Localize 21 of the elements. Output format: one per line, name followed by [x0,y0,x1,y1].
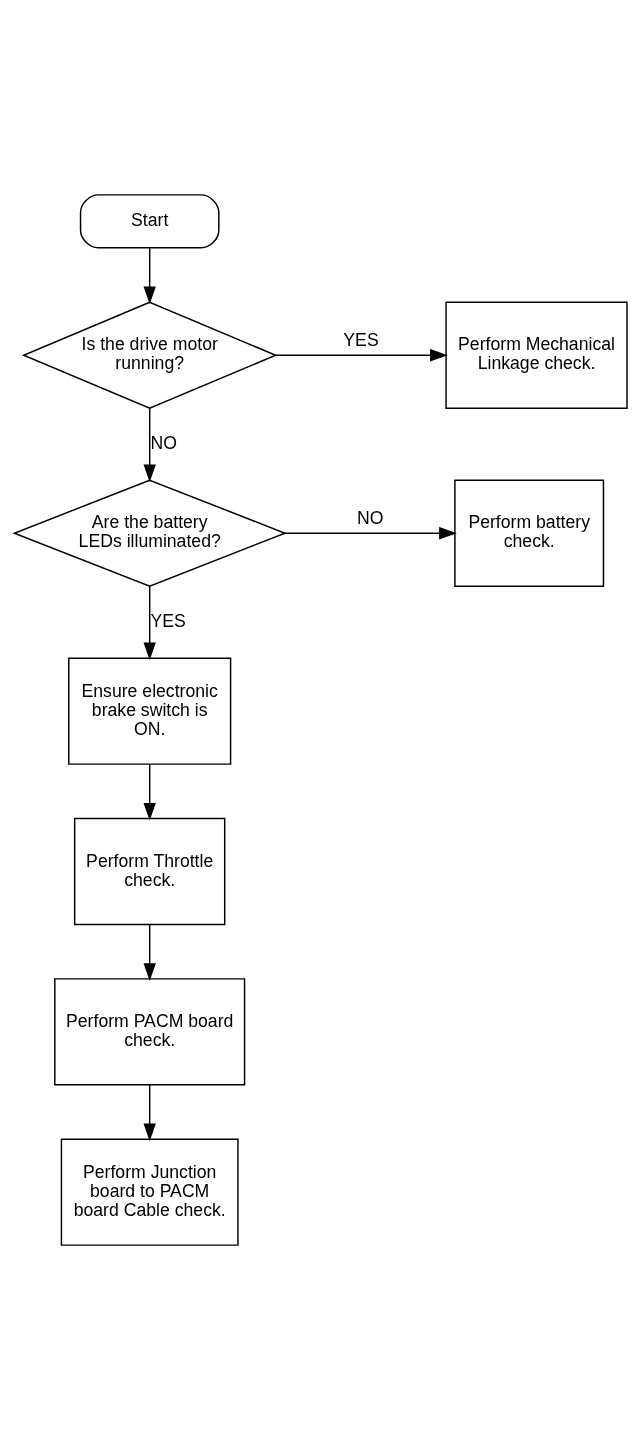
edge-label: YES [343,329,379,350]
arrow [275,348,448,361]
node-box: Perform PACM board check. [54,977,246,1086]
arrow [143,1083,156,1141]
node-box: Perform battery check. [454,479,605,587]
node-box: Perform Junction board to PACM board Cable check. [60,1137,239,1246]
arrow [143,407,156,482]
node-diamond: Are the battery LEDs illuminated? [12,478,288,587]
arrow [143,246,156,304]
arrow [284,526,457,539]
node-box: Ensure electronic brake switch is ON. [68,657,232,765]
node-box: Perform Throttle check. [73,817,226,925]
arrow [143,762,156,821]
arrow [143,585,156,660]
edge-label: YES [150,610,186,631]
edge-label: NO [150,432,177,453]
node-box: Perform Mechanical Linkage check. [445,301,628,409]
arrow [143,923,156,981]
node-diamond: Is the drive motor running? [21,300,278,409]
edge-label: NO [356,507,384,528]
node-box: Start [79,193,220,249]
